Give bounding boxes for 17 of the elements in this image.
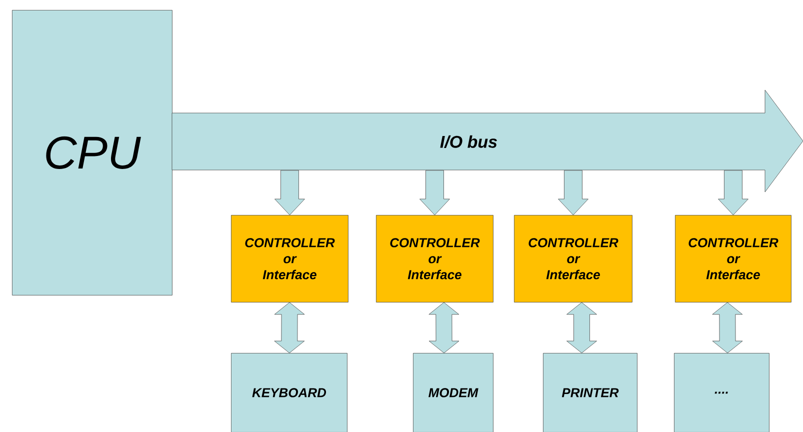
arrow xyxy=(274,170,305,216)
arrow xyxy=(558,170,588,216)
device-box: KEYBOARD xyxy=(231,353,348,432)
controller-box: CONTROLLER or Interface xyxy=(514,215,632,302)
controller-box: CONTROLLER or Interface xyxy=(231,215,348,302)
arrow xyxy=(712,302,743,354)
arrow xyxy=(718,170,748,216)
arrow xyxy=(274,302,305,354)
arrow xyxy=(420,170,450,216)
device-box: MODEM xyxy=(413,353,494,432)
controller-box: CONTROLLER or Interface xyxy=(675,215,792,302)
device-box: PRINTER xyxy=(543,353,638,432)
arrow xyxy=(428,302,460,354)
controller-box: CONTROLLER or Interface xyxy=(376,215,494,302)
device-box: .... xyxy=(674,353,770,432)
cpu-box: CPU xyxy=(12,10,172,296)
arrow xyxy=(566,302,597,354)
